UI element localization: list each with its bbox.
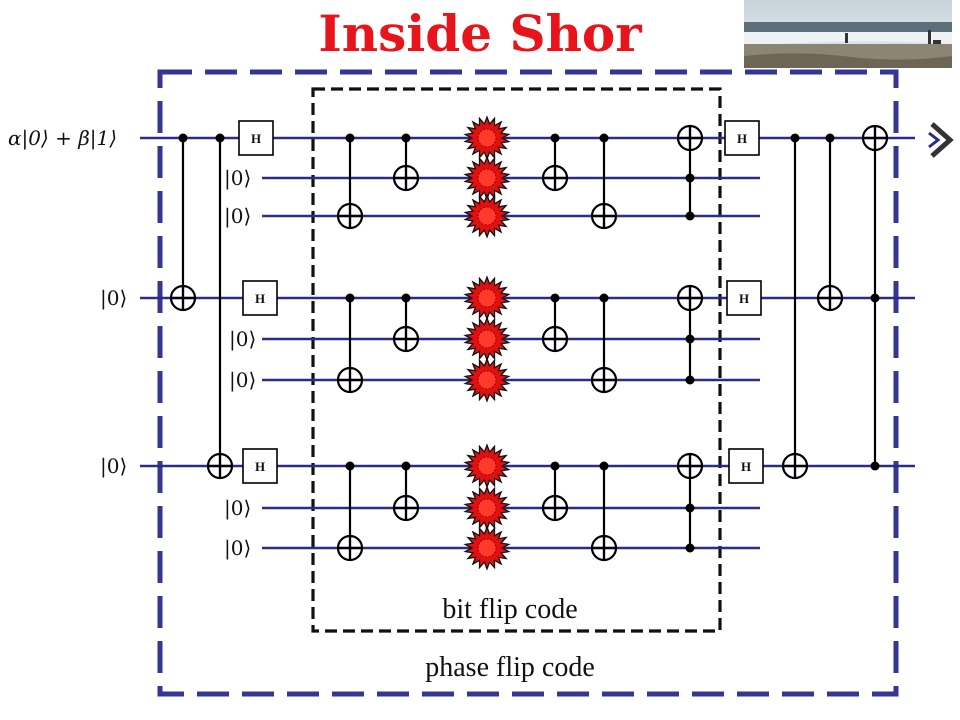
error-burst-core bbox=[477, 128, 497, 148]
error-markers bbox=[463, 115, 511, 571]
control-dot bbox=[550, 293, 560, 303]
control-dot bbox=[345, 461, 355, 471]
control-dot bbox=[215, 133, 225, 143]
control-dot bbox=[685, 211, 695, 221]
ancilla-state-label: |0⟩ bbox=[229, 368, 256, 393]
control-dot bbox=[550, 133, 560, 143]
error-burst-core bbox=[477, 538, 497, 558]
control-dot bbox=[685, 543, 695, 553]
ancilla-state-label: |0⟩ bbox=[100, 286, 127, 311]
hadamard-gate-label: H bbox=[739, 291, 749, 306]
control-dot bbox=[550, 461, 560, 471]
control-dot bbox=[825, 133, 835, 143]
control-dot bbox=[790, 133, 800, 143]
control-dot bbox=[685, 173, 695, 183]
bit-flip-code-box bbox=[311, 87, 722, 633]
control-dot bbox=[870, 293, 880, 303]
slide-title: Inside Shor bbox=[318, 4, 642, 63]
control-dot bbox=[685, 334, 695, 344]
control-dot bbox=[345, 133, 355, 143]
control-dot bbox=[870, 461, 880, 471]
hadamard-gate-label: H bbox=[255, 459, 265, 474]
hadamard-gate-label: H bbox=[737, 131, 747, 146]
error-burst-core bbox=[477, 456, 497, 476]
control-dot bbox=[178, 133, 188, 143]
control-dot bbox=[345, 293, 355, 303]
error-burst-core bbox=[477, 206, 497, 226]
control-dot bbox=[685, 375, 695, 385]
hadamard-gate-label: H bbox=[251, 131, 261, 146]
input-state-labels: |0⟩ |0⟩ |0⟩ |0⟩ |0⟩ |0⟩ |0⟩ |0⟩ bbox=[100, 166, 256, 561]
ancilla-state-label: |0⟩ bbox=[224, 536, 251, 561]
circuit-gates bbox=[169, 124, 889, 562]
hadamard-gate bbox=[728, 448, 764, 484]
next-slide-chevron-icon[interactable] bbox=[928, 122, 954, 158]
hadamard-gate bbox=[242, 280, 278, 316]
error-burst-core bbox=[477, 329, 497, 349]
control-dot bbox=[599, 293, 609, 303]
phase-flip-code-label: phase flip code bbox=[425, 652, 595, 683]
ancilla-state-label: |0⟩ bbox=[224, 204, 251, 229]
ancilla-state-label: |0⟩ bbox=[229, 327, 256, 352]
hadamard-gate bbox=[726, 280, 762, 316]
error-burst-core bbox=[477, 288, 497, 308]
error-burst-core bbox=[477, 370, 497, 390]
hadamard-gate bbox=[242, 448, 278, 484]
control-dot bbox=[685, 503, 695, 513]
control-dot bbox=[401, 461, 411, 471]
control-dot bbox=[401, 293, 411, 303]
hadamard-gates: H H H H H H bbox=[238, 120, 764, 484]
hadamard-gate bbox=[724, 120, 760, 156]
ancilla-state-label: |0⟩ bbox=[224, 166, 251, 191]
ancilla-state-label: |0⟩ bbox=[224, 496, 251, 521]
hadamard-gate-label: H bbox=[741, 459, 751, 474]
ancilla-state-label: |0⟩ bbox=[100, 454, 127, 479]
control-dot bbox=[599, 461, 609, 471]
hadamard-gate bbox=[238, 120, 274, 156]
bit-flip-code-label: bit flip code bbox=[442, 594, 577, 625]
phase-flip-code-box bbox=[157, 69, 899, 697]
control-dot bbox=[599, 133, 609, 143]
beach-photo bbox=[744, 0, 952, 68]
hadamard-gate-label: H bbox=[255, 291, 265, 306]
control-dot bbox=[401, 133, 411, 143]
input-state-label: α|0⟩ + β|1⟩ bbox=[8, 126, 117, 151]
error-burst-core bbox=[477, 168, 497, 188]
error-burst-core bbox=[477, 498, 497, 518]
